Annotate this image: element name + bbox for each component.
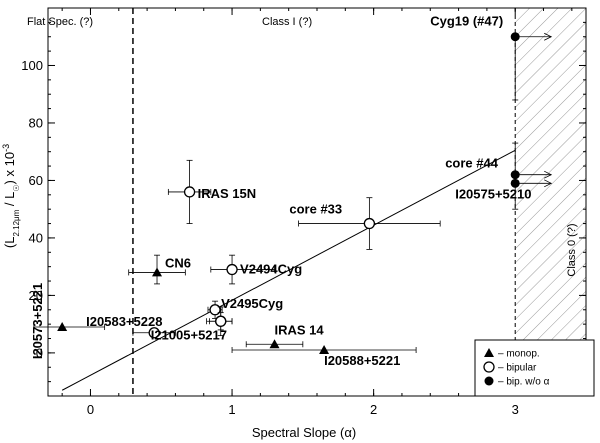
fit-line (61, 149, 516, 391)
data-point-marker (363, 217, 376, 230)
data-point-marker (215, 315, 227, 327)
point-label: V2494Cyg (240, 262, 302, 277)
data-point (33, 322, 106, 332)
lower-limit-arrowhead (544, 32, 553, 41)
region-label-flat: Flat Spec. (?) (27, 16, 93, 28)
y-tick-label: 40 (29, 230, 43, 245)
data-point (206, 306, 233, 337)
legend: – monop. – bipular – bip. w/o α (474, 339, 595, 397)
lower-limit-arrowhead (544, 170, 553, 179)
data-point (167, 159, 212, 224)
data-point-marker (148, 327, 160, 339)
x-tick-label: 2 (370, 402, 377, 417)
data-point-marker (152, 267, 163, 277)
data-point-marker (269, 339, 280, 349)
data-point-marker (183, 186, 196, 198)
x-axis-title: Spectral Slope (α) (252, 425, 356, 440)
data-point (298, 197, 441, 250)
legend-marker (483, 361, 495, 373)
data-point-marker (57, 322, 68, 332)
point-label: IRAS 14 (275, 322, 325, 337)
point-label: CN6 (165, 255, 191, 270)
data-point (245, 339, 304, 349)
legend-label: – bip. w/o α (498, 377, 550, 388)
point-label: I20573+5221 (30, 283, 45, 359)
lower-limit-arrowhead (544, 179, 553, 188)
x-tick-label: 0 (87, 402, 94, 417)
point-label: I20588+5221 (324, 353, 400, 368)
x-tick-label: 1 (228, 402, 235, 417)
data-point (128, 254, 186, 285)
legend-marker (484, 376, 494, 386)
data-point-marker (209, 304, 221, 316)
data-point-marker (226, 263, 238, 276)
point-label: I20575+5210 (455, 186, 531, 201)
y-tick-label: 0 (36, 345, 43, 360)
point-label: I20583+5228 (86, 314, 162, 329)
point-label: core #33 (289, 202, 342, 217)
y-tick-label: 80 (29, 115, 43, 130)
point-label: IRAS 15N (198, 186, 257, 201)
point-label: core #44 (445, 156, 499, 171)
data-point (210, 254, 275, 285)
legend-label: – bipular (498, 363, 537, 374)
point-label: I21005+5217 (151, 327, 227, 342)
legend-label: – monop. (498, 349, 540, 360)
region-label-class1: Class I (?) (262, 16, 312, 28)
point-label: Cyg19 (#47) (430, 14, 503, 29)
x-tick-label: 3 (512, 402, 519, 417)
y-axis-title: (L2.12μm / L☉) x 10-3 (1, 144, 21, 248)
point-label: V2495Cyg (221, 296, 283, 311)
y-tick-label: 60 (29, 173, 43, 188)
y-tick-label: 100 (21, 58, 43, 73)
data-point (231, 345, 417, 355)
class0-hatched-region (515, 8, 586, 396)
legend-box (474, 339, 595, 397)
y-tick-label: 20 (29, 288, 43, 303)
data-point-marker (319, 345, 330, 355)
legend-marker (484, 348, 494, 357)
region-label-class0: Class 0 (?) (566, 223, 578, 276)
